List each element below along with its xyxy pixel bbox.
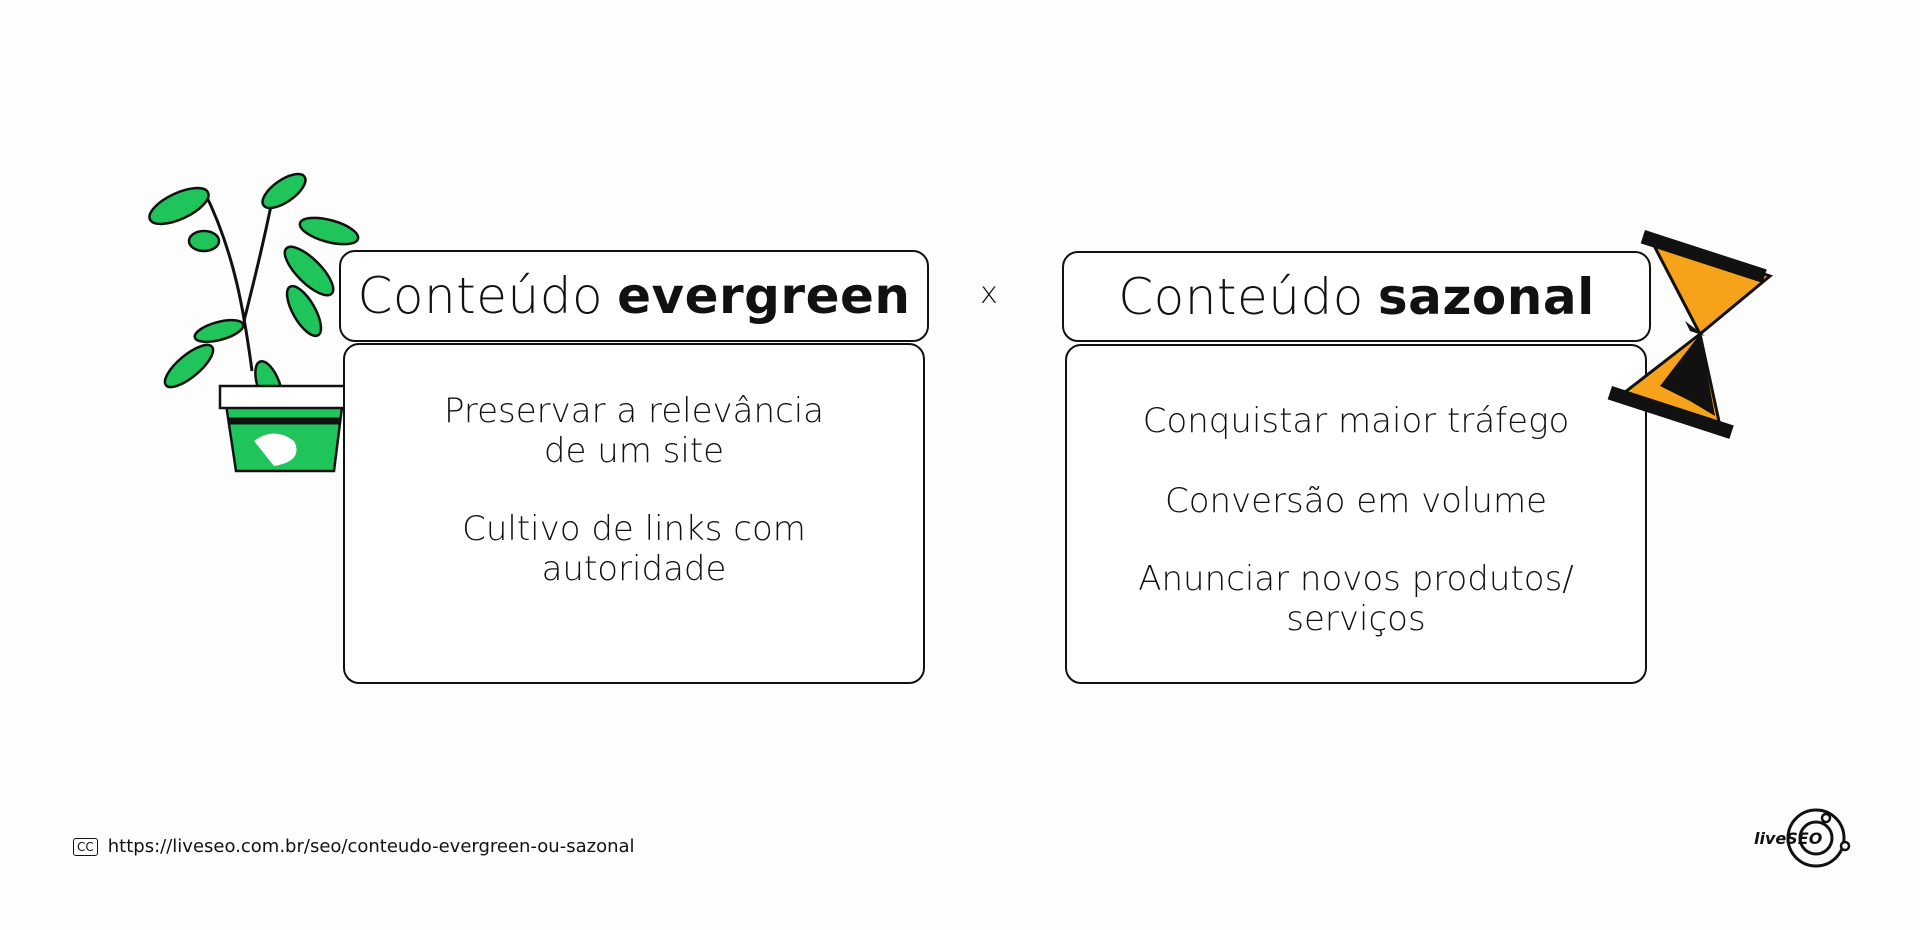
evergreen-body-box: Preservar a relevância de um site Cultiv… — [343, 343, 925, 684]
cc-license-icon: CC — [73, 837, 98, 856]
versus-separator: x — [980, 276, 998, 311]
evergreen-item: Preservar a relevância de um site — [443, 391, 825, 471]
source-url[interactable]: https://liveseo.com.br/seo/conteudo-ever… — [107, 836, 635, 857]
evergreen-title-bold: evergreen — [617, 267, 911, 325]
evergreen-item: Cultivo de links com autoridade — [462, 509, 806, 589]
sazonal-item: Conversão em volume — [1164, 481, 1548, 521]
evergreen-title-box: Conteúdo evergreen — [339, 250, 929, 342]
evergreen-title-prefix: Conteúdo — [357, 267, 604, 325]
sazonal-title-bold: sazonal — [1377, 267, 1595, 326]
sazonal-item: Anunciar novos produtos/ serviços — [1138, 559, 1574, 639]
footer-source: CC https://liveseo.com.br/seo/conteudo-e… — [73, 836, 635, 857]
liveseo-logo: liveSEO — [1754, 808, 1851, 868]
sazonal-item: Conquistar maior tráfego — [1142, 401, 1570, 441]
sazonal-title-box: Conteúdo sazonal — [1062, 251, 1651, 342]
sazonal-title-prefix: Conteúdo — [1118, 267, 1364, 326]
svg-text:liveSEO: liveSEO — [1754, 829, 1823, 848]
sazonal-body-box: Conquistar maior tráfego Conversão em vo… — [1065, 344, 1647, 684]
plant-icon — [148, 172, 360, 473]
hourglass-icon — [1607, 229, 1774, 439]
